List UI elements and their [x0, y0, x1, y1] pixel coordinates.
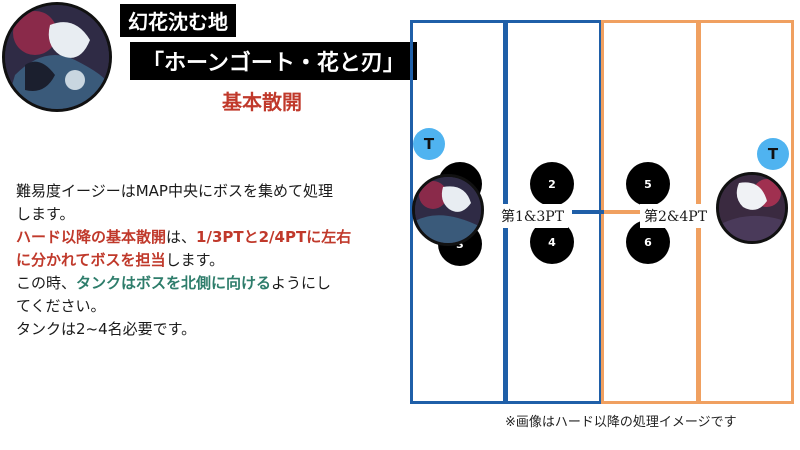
- highlight-red: に分かれてボスを担当: [16, 251, 166, 269]
- desc-text: します。: [165, 251, 225, 269]
- highlight-teal: タンクはボスを北側に向ける: [76, 274, 272, 292]
- desc-line: この時、タンクはボスを北側に向けるようにし: [16, 272, 400, 295]
- desc-line: ハード以降の基本散開は、1/3PTと2/4PTに左右: [16, 226, 400, 249]
- desc-text: この時、: [16, 274, 77, 292]
- connector-orange: [604, 210, 640, 214]
- tank-marker-right: T: [757, 138, 789, 170]
- desc-line: タンクは2~4名必要です。: [16, 320, 197, 338]
- boss-left-icon: [412, 174, 484, 246]
- boss-portrait: [2, 2, 112, 112]
- tank-marker-left: T: [413, 128, 445, 160]
- boss-art-icon: [719, 175, 785, 241]
- image-note: ※画像はハード以降の処理イメージです: [505, 415, 737, 430]
- desc-text: は、: [166, 228, 197, 246]
- party-marker-5: 5: [626, 162, 670, 206]
- boss-name-title: 「ホーンゴート・花と刃」: [130, 42, 417, 80]
- desc-text: ようにし: [271, 274, 332, 292]
- desc-line: てください。: [16, 297, 106, 315]
- page-title: 幻花沈む地: [120, 4, 236, 37]
- section-subtitle: 基本散開: [222, 90, 302, 114]
- desc-line: 難易度イージーはMAP中央にボスを集めて処理: [16, 182, 333, 200]
- party-marker-2: 2: [530, 162, 574, 206]
- group-label-1-3: 第1&3PT: [497, 204, 569, 228]
- boss-right-icon: [716, 172, 788, 244]
- desc-line: します。: [16, 205, 75, 223]
- group-label-2-4: 第2&4PT: [640, 204, 712, 228]
- highlight-red: 1/3PTと2/4PTに左右: [196, 228, 352, 246]
- desc-line: に分かれてボスを担当します。: [16, 249, 400, 272]
- connector-blue: [572, 210, 604, 214]
- boss-art-icon: [5, 5, 109, 109]
- boss-art-icon: [415, 177, 481, 243]
- strategy-description: 難易度イージーはMAP中央にボスを集めて処理 します。 ハード以降の基本散開は、…: [16, 180, 400, 341]
- highlight-red: ハード以降の基本散開: [16, 228, 167, 246]
